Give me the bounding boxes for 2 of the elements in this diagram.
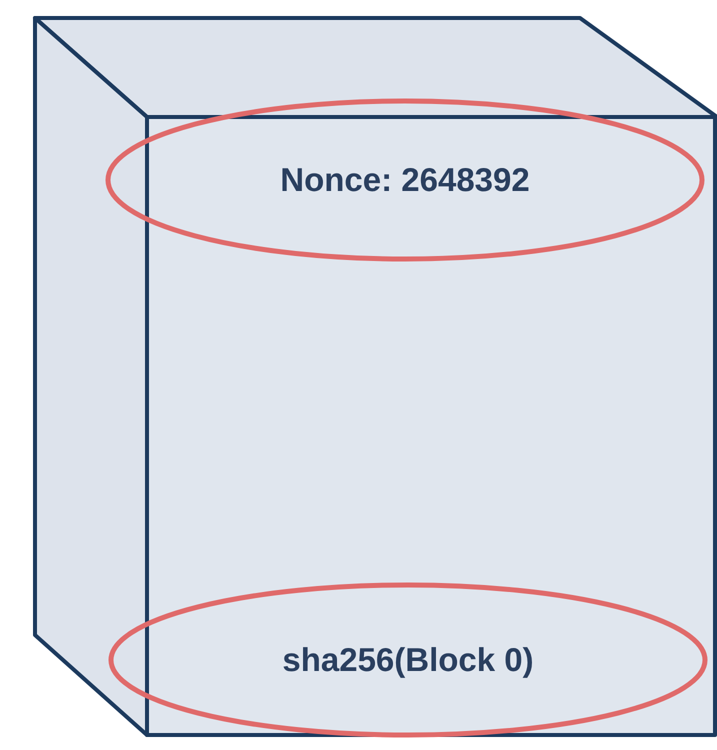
field-label: sha256(Block 0) xyxy=(282,641,534,679)
field-label: Nonce: 2648392 xyxy=(280,161,530,199)
